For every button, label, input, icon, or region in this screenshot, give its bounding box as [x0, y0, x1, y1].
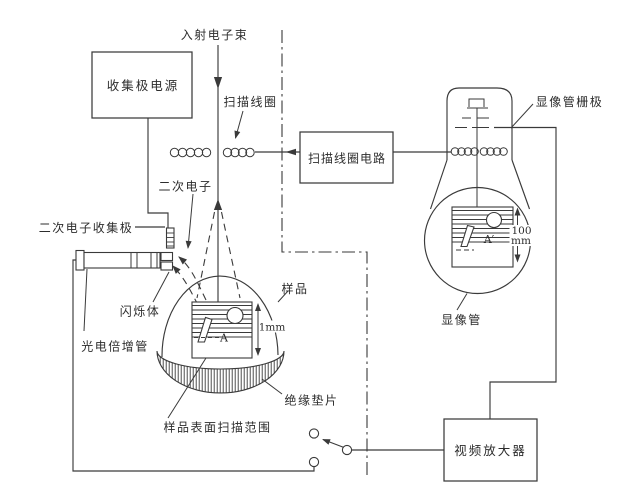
crt-coil-right-icon: [479, 147, 508, 156]
sample-pointer: [277, 290, 289, 303]
collector-supply-label: 收集极电源: [107, 78, 180, 93]
crt-dim-unit: mm: [511, 235, 531, 247]
insulating-washer-band: [156, 350, 285, 394]
secondary-electrons-pointer: [185, 193, 194, 249]
crt-coil-left-icon: [450, 147, 479, 156]
se-collector-electrode: [165, 227, 175, 249]
crt-gun-icon: [468, 98, 485, 107]
sample-dim-bg: [259, 320, 285, 333]
pmt-pointer: [83, 268, 88, 332]
grid-to-video-amp-wire: [489, 126, 557, 419]
label-scan-coil: 扫描线圈: [223, 95, 277, 109]
scintillator-pointer: [152, 271, 170, 303]
sample-feature-flag: [197, 316, 213, 343]
label-scintillator: 闪烁体: [120, 305, 161, 319]
label-scan-range: 样品表面扫描范围: [163, 420, 271, 435]
label-pmt: 光电倍增管: [81, 339, 149, 354]
crt-neck-outline: [446, 87, 513, 160]
label-crt: 显像管: [441, 312, 482, 327]
washer-pointer: [261, 378, 283, 395]
scan-range-pointer: [167, 357, 207, 419]
coil-wire-arrowhead: [285, 148, 296, 156]
label-incident-beam: 入射电子束: [181, 27, 249, 42]
crt-grid-pointer: [510, 103, 534, 129]
switch-contact-open: [308, 428, 320, 439]
secondary-electron-path-2: [172, 265, 199, 306]
sample-feature-spot: [226, 306, 244, 325]
video-amplifier-label: 视频放大器: [454, 443, 527, 458]
switch-pivot: [341, 444, 353, 456]
pmt-ground-wire: [72, 259, 315, 472]
collector-supply-box: [91, 51, 193, 119]
label-secondary-electrons: 二次电子: [158, 180, 212, 194]
sample-point-a: A: [219, 332, 229, 345]
scan-cone-right: [220, 211, 241, 299]
secondary-electron-path-1: [178, 256, 207, 301]
scan-cone-left: [196, 211, 216, 299]
crt-point-a-prime: A′: [483, 233, 495, 246]
switch-contact-ground: [308, 456, 320, 468]
sample-dim-label: 1mm: [259, 322, 286, 334]
scan-coil-circuit-box: [299, 131, 394, 184]
crt-screen-raster: [451, 206, 514, 268]
crt-dim-value: 100: [511, 225, 531, 237]
crt-pointer: [456, 293, 468, 311]
video-amplifier-box: [443, 418, 538, 482]
crt-feature-flag: [460, 224, 475, 248]
supply-to-collector-wire: [147, 118, 169, 228]
crt-flare-left: [429, 159, 448, 210]
scintillator-block-top: [160, 251, 174, 262]
crt-raster-lines: [452, 210, 513, 243]
sample-dome-outline: [161, 275, 279, 358]
axis-dashdot-line: [281, 30, 368, 477]
crt-feature-spot: [485, 211, 503, 229]
label-crt-grid: 显像管栅极: [536, 94, 604, 109]
crt-dim-bg: [509, 225, 534, 246]
scintillator-block-bottom: [160, 261, 174, 271]
crt-grid-electrodes: [455, 117, 489, 128]
scan-coil-pointer: [234, 110, 244, 139]
scan-coil-left-icon: [169, 147, 212, 158]
label-se-collector: 二次电子收集极: [39, 220, 134, 235]
label-sample: 样品: [281, 281, 308, 296]
scan-coil-circuit-label: 扫描线圈电路: [308, 151, 386, 166]
label-insulating-washer: 绝缘垫片: [284, 393, 338, 408]
pmt-body: [83, 251, 161, 269]
cone-apex-up-arrowhead: [213, 199, 223, 210]
crt-flare-right: [511, 159, 531, 210]
pmt-end-cap: [75, 249, 85, 271]
switch-blade: [322, 439, 345, 448]
scan-coil-right-icon: [222, 147, 255, 158]
beam-down-arrowhead: [213, 77, 223, 89]
